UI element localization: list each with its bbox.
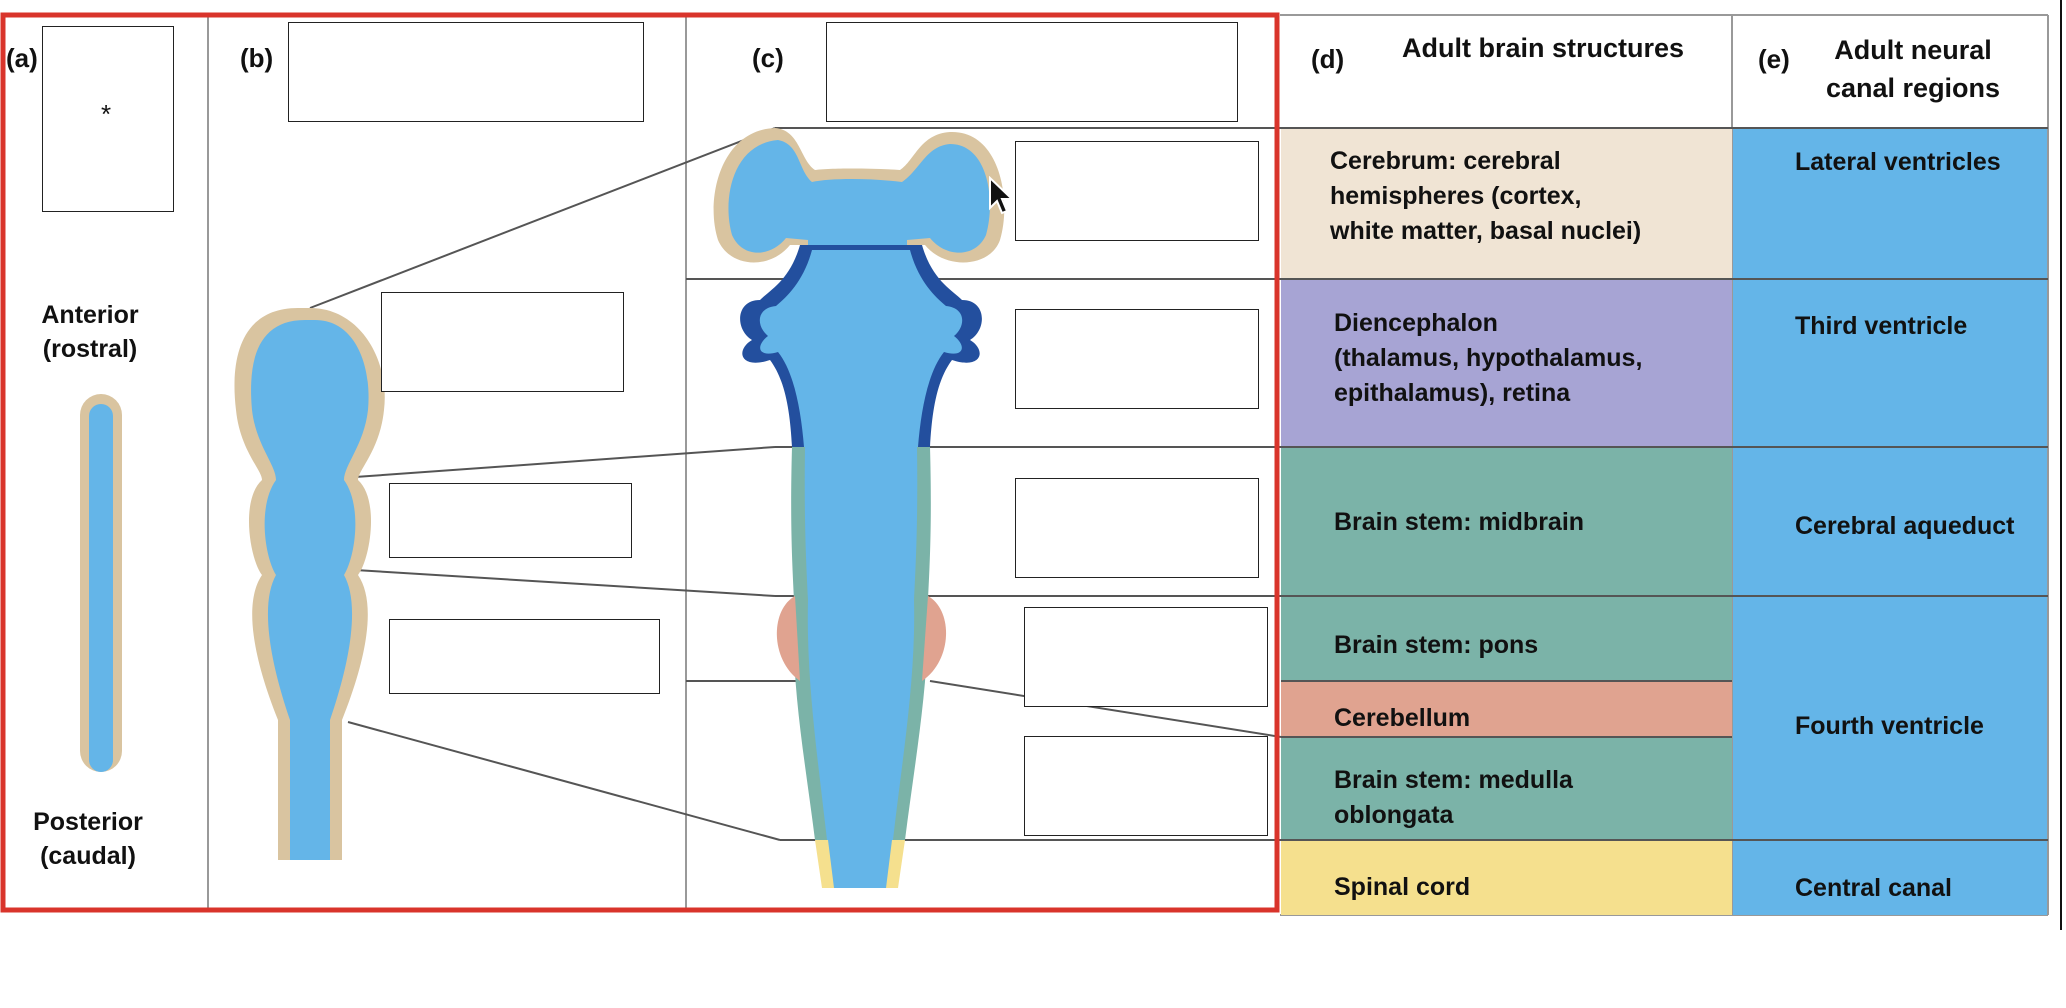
panel-separators [207,15,687,910]
row-midbrain [1281,448,1732,596]
structure-midbrain: Brain stem: midbrain [1334,508,1584,537]
blank-box-c-myelencephalon[interactable] [1024,736,1268,836]
blank-box-a[interactable]: * [42,26,174,212]
structure-diencephalon: Diencephalon (thalamus, hypothalamus, ep… [1334,306,1642,411]
panel-label-d: (d) [1311,44,1345,74]
row-pons [1281,597,1732,681]
blank-box-c-title[interactable] [826,22,1238,122]
anterior-label: Anterior (rostral) [20,298,160,366]
red-frame [0,12,1280,913]
row-cerebrum [1281,128,1732,278]
cerebellum-line1: Cerebellum [1334,704,1471,732]
structure-spinal-cord: Spinal cord [1334,873,1470,902]
cerebrum-line1: Cerebrum: cerebral [1330,147,1561,175]
row-diencephalon [1281,279,1732,447]
canal-lateral-ventricles: Lateral ventricles [1795,148,2001,176]
blank-box-b-forebrain[interactable] [381,292,624,392]
blank-box-b-title[interactable] [288,22,644,122]
cerebrum-line3: white matter, basal nuclei) [1330,217,1642,245]
structure-cerebrum: Cerebrum: cerebral hemispheres (cortex, … [1330,144,1641,249]
medulla-line1: Brain stem: medulla [1334,766,1573,794]
right-edge-line [2060,0,2062,930]
midbrain-line1: Brain stem: midbrain [1334,508,1585,536]
spinal-cord-line1: Spinal cord [1334,873,1471,901]
panel-label-c: (c) [752,43,784,73]
blank-box-c-telencephalon[interactable] [1015,141,1259,241]
panel-label-e: (e) [1758,44,1790,74]
mouse-cursor-icon [989,176,1014,215]
structure-cerebellum: Cerebellum [1334,704,1470,733]
diencephalon-line1: Diencephalon [1334,309,1498,337]
pons-line1: Brain stem: pons [1334,631,1539,659]
box-asterisk: * [101,99,112,129]
header-e-line2: canal regions [1826,73,2001,103]
header-adult-neural-canal: Adult neural canal regions [1826,31,2000,107]
blank-box-c-mesencephalon[interactable] [1015,478,1259,578]
panel-label-a: (a) [6,43,38,73]
canal-fourth-ventricle: Fourth ventricle [1795,712,1984,740]
structure-medulla: Brain stem: medulla oblongata [1334,763,1573,833]
diencephalon-line2: (thalamus, hypothalamus, [1334,344,1643,372]
medulla-line2: oblongata [1334,801,1454,829]
canal-cerebral-aqueduct: Cerebral aqueduct [1795,512,2015,540]
anterior-line2: (rostral) [42,335,138,363]
blank-box-b-hindbrain[interactable] [389,619,660,694]
anterior-line1: Anterior [41,301,139,329]
row-dividers [1281,127,2048,841]
posterior-label: Posterior (caudal) [18,805,158,873]
neural-tube-a [80,394,122,772]
posterior-line2: (caudal) [40,842,136,870]
panel-label-b: (b) [240,43,274,73]
canal-central-canal: Central canal [1795,874,1953,902]
canal-column [1733,128,2047,915]
header-e-line1: Adult neural [1834,35,1992,65]
primary-vesicles-b [234,308,385,860]
row-cerebellum [1281,682,1732,736]
canal-third-ventricle: Third ventricle [1795,312,1968,340]
row-medulla [1281,737,1732,840]
secondary-vesicles-c [713,128,1005,888]
cerebrum-line2: hemispheres (cortex, [1330,182,1582,210]
header-adult-brain-structures: Adult brain structures [1402,33,1685,63]
row-spinal-cord [1281,841,1732,915]
blank-box-c-diencephalon[interactable] [1015,309,1259,409]
diencephalon-line3: epithalamus), retina [1334,379,1571,407]
blank-box-c-metencephalon[interactable] [1024,607,1268,707]
structure-pons: Brain stem: pons [1334,631,1538,660]
blank-box-b-midbrain[interactable] [389,483,632,558]
posterior-line1: Posterior [33,808,143,836]
